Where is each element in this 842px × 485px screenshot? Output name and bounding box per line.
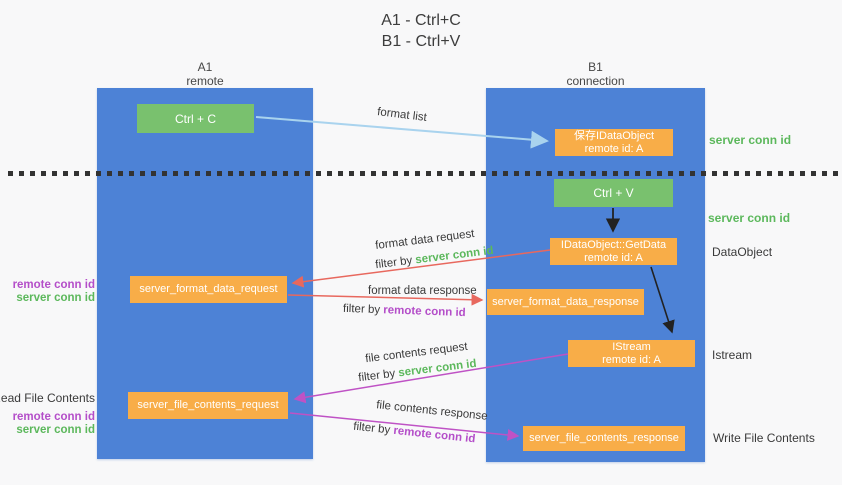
lane-a1-name: A1: [197, 60, 213, 74]
label-istream: Istream: [712, 348, 753, 362]
lane-b1-name: B1: [588, 60, 603, 74]
lane-a1-subtitle: remote: [186, 74, 224, 88]
node-ctrl-v: Ctrl + V: [554, 179, 673, 207]
label-server-conn-id-top-right: server conn id: [709, 133, 792, 147]
title-line-2: B1 - Ctrl+V: [381, 33, 461, 50]
node-ctrl-c-label: Ctrl + C: [174, 111, 216, 126]
node-ctrl-c: Ctrl + C: [137, 104, 254, 133]
filter2-prefix: filter by: [342, 302, 384, 317]
filter3-value: server conn id: [397, 357, 478, 380]
label-filter-by-remote-conn-id-2: filter by remote conn id: [353, 421, 476, 446]
filter4-prefix: filter by: [352, 420, 395, 437]
label-remote-conn-id-1: remote conn id: [12, 279, 95, 291]
filter1-value: server conn id: [414, 244, 495, 267]
node-server-format-data-request: server_format_data_request: [130, 276, 287, 303]
node-format-request-label: server_format_data_request: [139, 283, 278, 295]
node-ctrl-v-label: Ctrl + V: [593, 186, 634, 200]
node-format-response-label: server_format_data_response: [492, 295, 639, 308]
node-server-file-contents-response: server_file_contents_response: [523, 426, 685, 451]
node-getdata-line2: remote id: A: [584, 251, 643, 264]
node-file-response-label: server_file_contents_response: [529, 432, 679, 444]
label-read-file-contents: Read File Contents: [0, 391, 95, 405]
node-server-format-data-response: server_format_data_response: [487, 289, 644, 315]
node-save-idataobject-line2: remote id: A: [584, 142, 644, 155]
label-server-conn-id-1: server conn id: [16, 292, 95, 304]
label-file-contents-response: file contents response: [375, 399, 489, 423]
label-conn-ids-file: remote conn id server conn id: [13, 411, 95, 437]
label-conn-ids-format: remote conn id server conn id: [13, 279, 95, 305]
node-file-request-label: server_file_contents_request: [137, 399, 279, 411]
node-idataobject-getdata: IDataObject::GetData remote id: A: [550, 238, 677, 265]
lane-header-a1: A1 remote: [97, 60, 313, 88]
title-line-1: A1 - Ctrl+C: [381, 12, 461, 29]
label-filter-by-remote-conn-id-1: filter by remote conn id: [343, 303, 466, 319]
label-remote-conn-id-2: remote conn id: [12, 411, 95, 423]
node-save-idataobject: 保存IDataObject remote id: A: [555, 129, 673, 156]
node-save-idataobject-line1: 保存IDataObject: [573, 129, 655, 142]
filter3-prefix: filter by: [357, 367, 400, 385]
session-divider-line: [8, 171, 838, 176]
label-write-file-contents: Write File Contents: [713, 431, 815, 445]
label-server-conn-id-mid-right: server conn id: [708, 211, 791, 225]
label-format-list: format list: [376, 106, 428, 124]
label-format-data-response: format data response: [368, 285, 477, 297]
lane-header-b1: B1 connection: [486, 60, 705, 88]
label-server-conn-id-2: server conn id: [16, 424, 95, 436]
node-istream: IStream remote id: A: [568, 340, 695, 367]
node-server-file-contents-request: server_file_contents_request: [128, 392, 288, 419]
diagram-title: A1 - Ctrl+C B1 - Ctrl+V: [0, 10, 842, 52]
filter2-value: remote conn id: [383, 304, 466, 320]
node-istream-line2: remote id: A: [602, 353, 661, 366]
node-istream-line1: IStream: [612, 340, 651, 353]
node-getdata-line1: IDataObject::GetData: [560, 238, 667, 251]
filter4-value: remote conn id: [392, 424, 476, 446]
filter1-prefix: filter by: [374, 254, 417, 272]
lane-b1-subtitle: connection: [566, 74, 625, 88]
label-dataobject: DataObject: [712, 245, 773, 259]
